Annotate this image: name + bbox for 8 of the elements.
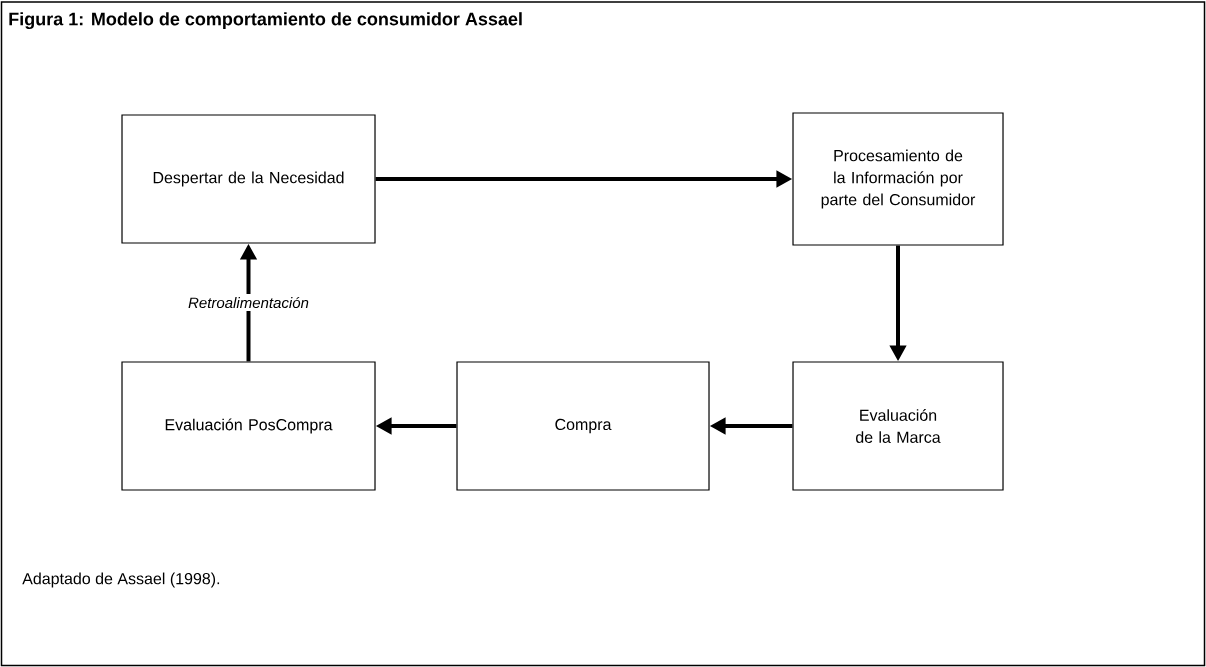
process-box: Evaluación de la Marca (792, 361, 1004, 491)
caption: Adaptado de Assael (1998). (22, 572, 220, 588)
figure-title: Figura 1: Modelo de comportamiento de consumidor Assael (9, 12, 522, 30)
process-box: Despertar de la Necesidad (121, 114, 376, 244)
process-box: Procesamiento de la Información por parte del Consumidor (792, 112, 1004, 246)
process-box: Evaluación PosCompra (121, 361, 376, 491)
edge-label: Retroalimentación (188, 296, 309, 309)
process-box: Compra (456, 361, 710, 491)
